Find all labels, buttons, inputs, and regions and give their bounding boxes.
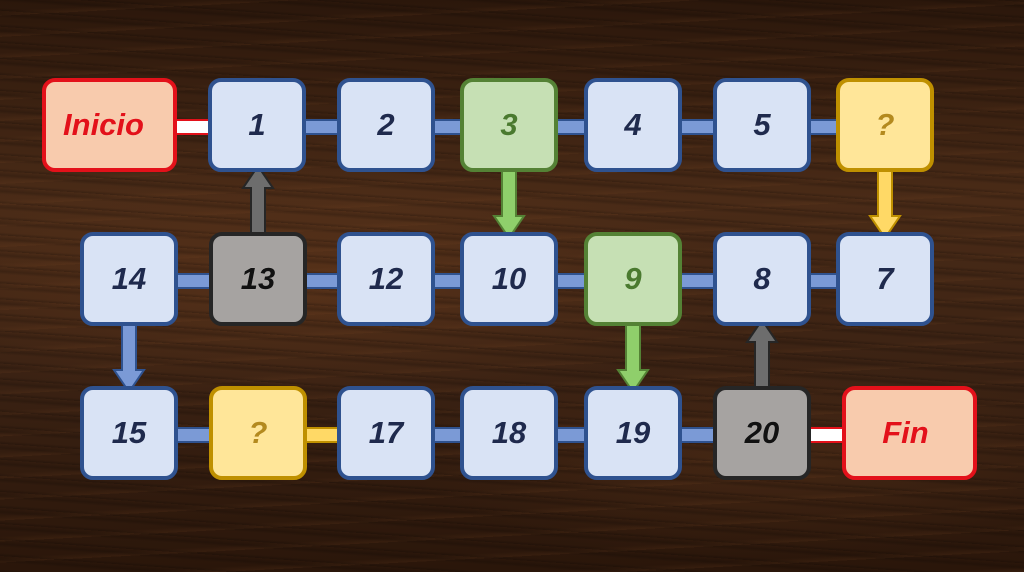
node-label: 2	[377, 107, 395, 142]
node-label: 12	[368, 261, 404, 296]
node-q1: ?	[836, 78, 934, 172]
arrow-n20-to-n8	[745, 318, 779, 395]
node-label: 1	[248, 107, 266, 142]
arrow-n9-to-n19	[616, 317, 650, 394]
node-label: 19	[615, 415, 651, 450]
node-label: 15	[111, 415, 147, 450]
node-label: 7	[876, 261, 894, 296]
node-n7: 7	[836, 232, 934, 326]
node-label: 18	[491, 415, 527, 450]
node-n15: 15	[80, 386, 178, 480]
node-n12: 12	[337, 232, 435, 326]
node-n19: 19	[584, 386, 682, 480]
node-label: 20	[744, 415, 780, 450]
arrow-n14-to-n15	[112, 317, 146, 394]
node-inicio: Inicio	[42, 78, 177, 172]
node-label: Fin	[882, 415, 929, 450]
node-label: 10	[491, 261, 527, 296]
node-label: 14	[111, 261, 147, 296]
node-fin: Fin	[842, 386, 977, 480]
node-label: 13	[240, 261, 276, 296]
node-label: ?	[875, 107, 895, 142]
node-label: 4	[624, 107, 642, 142]
node-n8: 8	[713, 232, 811, 326]
node-label: 5	[753, 107, 771, 142]
node-n18: 18	[460, 386, 558, 480]
node-label: Inicio	[63, 107, 144, 142]
node-label: 17	[368, 415, 404, 450]
node-n5: 5	[713, 78, 811, 172]
arrow-n13-to-n1	[241, 164, 275, 241]
node-n14: 14	[80, 232, 178, 326]
node-n4: 4	[584, 78, 682, 172]
node-n3: 3	[460, 78, 558, 172]
node-n10: 10	[460, 232, 558, 326]
arrow-q1-to-n7	[868, 163, 902, 240]
node-n9: 9	[584, 232, 682, 326]
node-n17: 17	[337, 386, 435, 480]
arrow-n3-to-n10	[492, 163, 526, 240]
node-label: 8	[753, 261, 771, 296]
node-label: 9	[624, 261, 642, 296]
node-n2: 2	[337, 78, 435, 172]
node-n1: 1	[208, 78, 306, 172]
node-n13: 13	[209, 232, 307, 326]
node-label: ?	[248, 415, 268, 450]
node-q2: ?	[209, 386, 307, 480]
node-label: 3	[500, 107, 518, 142]
node-n20: 20	[713, 386, 811, 480]
